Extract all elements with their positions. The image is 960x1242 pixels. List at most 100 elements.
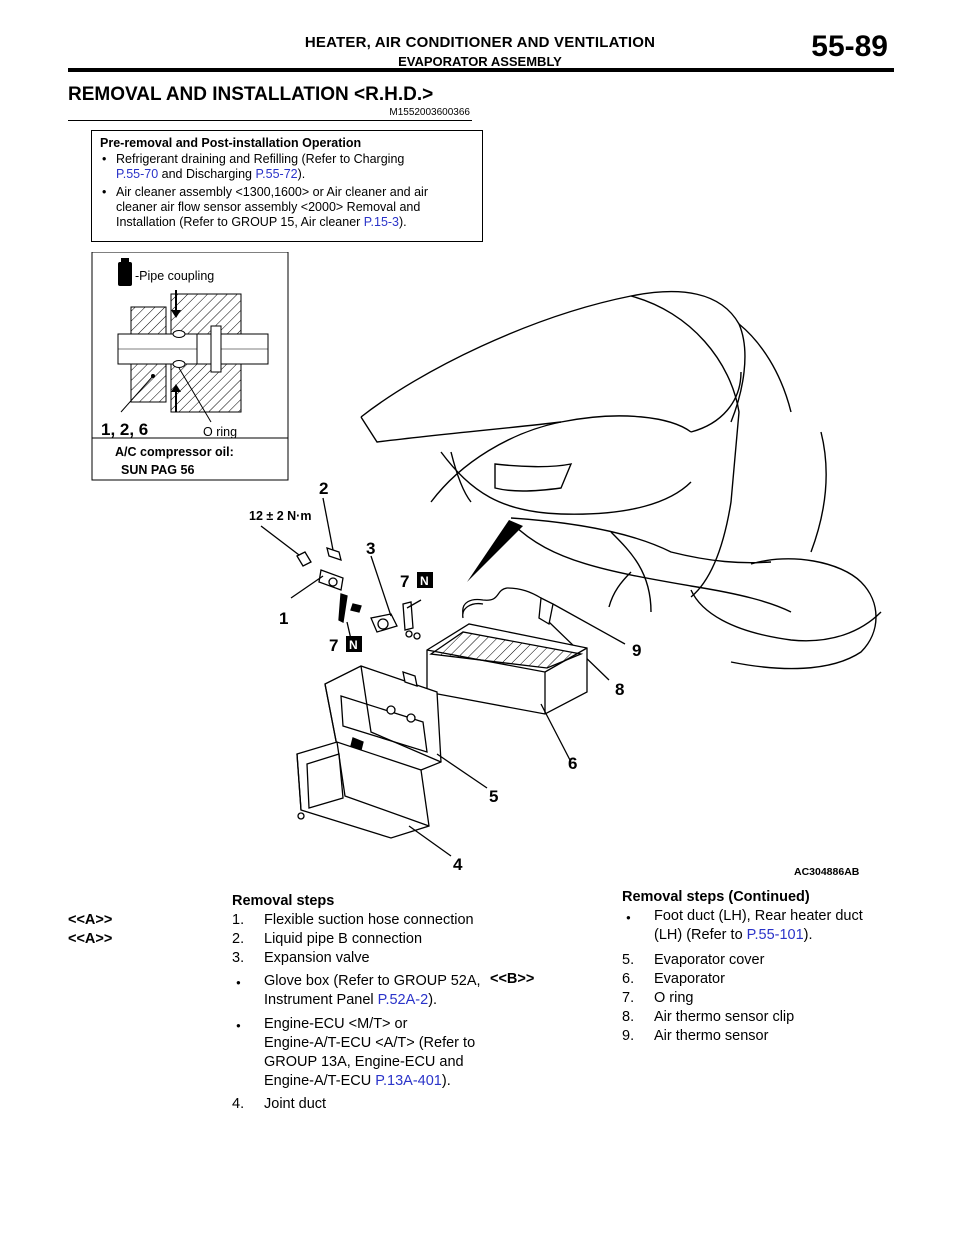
link-p13a-401[interactable]: P.13A-401 (375, 1073, 442, 1089)
callout-5: 5 (489, 787, 498, 806)
n-badge-lower: N (346, 636, 362, 652)
link-p55-72[interactable]: P.55-72 (255, 167, 298, 181)
callout-7-upper: 7 (400, 572, 409, 591)
engine-ecu-text: Engine-A/T-ECU (264, 1073, 376, 1089)
step-2-mark: <<A>> (68, 931, 113, 947)
link-p55-70[interactable]: P.55-70 (116, 167, 159, 181)
page-number: 55-89 (811, 30, 888, 63)
step-5-text: Evaporator cover (654, 952, 765, 968)
header-rule (68, 68, 894, 72)
foot-duct-text: (LH) (Refer to (654, 927, 747, 943)
n-badge-lower-text: N (349, 638, 358, 652)
engine-ecu-line-2: Engine-A/T-ECU <A/T> (Refer to (264, 1035, 476, 1051)
pre-removal-item-2-line-3: Installation (Refer to GROUP 15, Air cle… (116, 215, 474, 230)
pre-removal-box: Pre-removal and Post-installation Operat… (91, 130, 483, 242)
pre-removal-item-2: Air cleaner assembly <1300,1600> or Air … (100, 185, 474, 230)
engine-ecu-line-4: Engine-A/T-ECU P.13A-401). (264, 1072, 482, 1091)
pre-removal-item-2-line-2: cleaner air flow sensor assembly <2000> … (116, 200, 421, 214)
step-6-text: Evaporator (654, 971, 725, 987)
step-2-num: 2. (232, 931, 245, 947)
instrument-panel-drawing (360, 290, 882, 670)
step-4-text: Joint duct (264, 1096, 327, 1112)
pre-removal-item-1-text-c: ). (297, 167, 306, 181)
link-p15-3[interactable]: P.15-3 (363, 215, 400, 229)
step-9: 9. Air thermo sensor (622, 1027, 892, 1046)
step-7-num: 7. (622, 990, 635, 1006)
parts-label: 1, 2, 6 (101, 420, 148, 439)
step-bullet-foot-duct: Foot duct (LH), Rear heater duct (LH) (R… (622, 907, 892, 945)
section-title: REMOVAL AND INSTALLATION <R.H.D.> (68, 84, 434, 105)
callout-2: 2 (319, 479, 328, 498)
callout-9: 9 (632, 641, 641, 660)
pre-removal-title: Pre-removal and Post-installation Operat… (100, 136, 362, 150)
step-8-num: 8. (622, 1009, 635, 1025)
n-badge-upper-text: N (420, 574, 429, 588)
step-2: <<A>> 2. Liquid pipe B connection (68, 930, 482, 949)
step-1-num: 1. (232, 912, 245, 928)
step-5-num: 5. (622, 952, 635, 968)
pre-removal-item-1-text-b: and Discharging (158, 167, 256, 181)
n-badge-upper: N (417, 572, 433, 588)
step-8: 8. Air thermo sensor clip (622, 1008, 892, 1027)
glove-box-text: Instrument Panel (264, 992, 378, 1008)
step-3-num: 3. (232, 950, 245, 966)
step-6: <<B>> 6. Evaporator (490, 970, 892, 989)
foot-duct-line-2: (LH) (Refer to P.55-101). (654, 926, 892, 945)
removal-steps-right: Removal steps (Continued) Foot duct (LH)… (490, 888, 892, 1046)
figure-code: AC304886AB (794, 866, 860, 878)
step-9-text: Air thermo sensor (654, 1028, 769, 1044)
section-rule (68, 120, 472, 121)
chapter-title: HEATER, AIR CONDITIONER AND VENTILATION (304, 34, 656, 51)
pointer-arrow (467, 520, 523, 582)
step-4: 4. Joint duct (232, 1095, 482, 1114)
step-bullet-glove-box: Glove box (Refer to GROUP 52A, Instrumen… (232, 972, 482, 1010)
pre-removal-item-2-line-1: Air cleaner assembly <1300,1600> or Air … (116, 185, 428, 199)
pre-removal-item-2-text-d: ). (399, 215, 407, 229)
chapter-subtitle: EVAPORATOR ASSEMBLY (398, 54, 562, 69)
evaporator-assembly-figure: -Pipe coupling 1, 2, 6 O ring A/C compre… (91, 252, 885, 880)
evaporator-drawing (426, 623, 588, 763)
hose-connection-parts (260, 497, 422, 649)
step-8-text: Air thermo sensor clip (654, 1009, 795, 1025)
link-p52a-2[interactable]: P.52A-2 (377, 992, 429, 1008)
callout-1: 1 (279, 609, 288, 628)
step-3-text: Expansion valve (264, 950, 370, 966)
pre-removal-item-1: Refrigerant draining and Refilling (Refe… (100, 152, 474, 182)
section-code: M1552003600366 (389, 107, 470, 118)
removal-steps-title: Removal steps (232, 893, 335, 909)
exploded-view-drawing: -Pipe coupling 1, 2, 6 O ring A/C compre… (91, 252, 882, 878)
glove-box-line-1: Glove box (Refer to GROUP 52A, (264, 973, 481, 989)
pipe-coupling-label: -Pipe coupling (135, 269, 214, 283)
oil-title: A/C compressor oil: (115, 445, 234, 459)
oil-can-icon (118, 258, 132, 286)
torque-label: 12 ± 2 N·m (249, 509, 311, 523)
oil-value: SUN PAG 56 (121, 463, 194, 477)
step-1-text: Flexible suction hose connection (264, 912, 474, 928)
step-6-mark: <<B>> (490, 971, 535, 987)
glove-box-line-2: Instrument Panel P.52A-2). (264, 991, 482, 1010)
callout-8: 8 (615, 680, 624, 699)
step-4-num: 4. (232, 1096, 245, 1112)
pre-removal-item-1-line-1: Refrigerant draining and Refilling (Refe… (116, 152, 405, 166)
pipe-coupling-inset: -Pipe coupling 1, 2, 6 O ring A/C compre… (91, 252, 289, 481)
step-2-text: Liquid pipe B connection (264, 931, 423, 947)
step-bullet-engine-ecu: Engine-ECU <M/T> or Engine-A/T-ECU <A/T>… (232, 1015, 482, 1091)
step-9-num: 9. (622, 1028, 635, 1044)
step-7-text: O ring (654, 990, 694, 1006)
engine-ecu-line-3: GROUP 13A, Engine-ECU and (264, 1054, 464, 1070)
step-1: <<A>>1.Flexible suction hose connection (68, 911, 482, 930)
engine-ecu-end: ). (441, 1073, 451, 1089)
step-6-num: 6. (622, 971, 635, 987)
foot-duct-line-1: Foot duct (LH), Rear heater duct (654, 908, 863, 924)
step-7: 7. O ring (622, 989, 892, 1008)
joint-duct-drawing (296, 741, 452, 857)
callout-4: 4 (453, 855, 463, 874)
callout-3: 3 (366, 539, 375, 558)
thermo-sensor-drawing (462, 587, 626, 681)
removal-steps-left: Removal steps <<A>> 1. Flexible suction ho… (68, 892, 482, 1114)
callout-7-lower: 7 (329, 636, 338, 655)
removal-steps-continued-title: Removal steps (Continued) (622, 889, 810, 905)
o-ring-label: O ring (203, 425, 237, 439)
link-p55-101[interactable]: P.55-101 (746, 927, 804, 943)
step-3: 3. Expansion valve (232, 949, 482, 968)
